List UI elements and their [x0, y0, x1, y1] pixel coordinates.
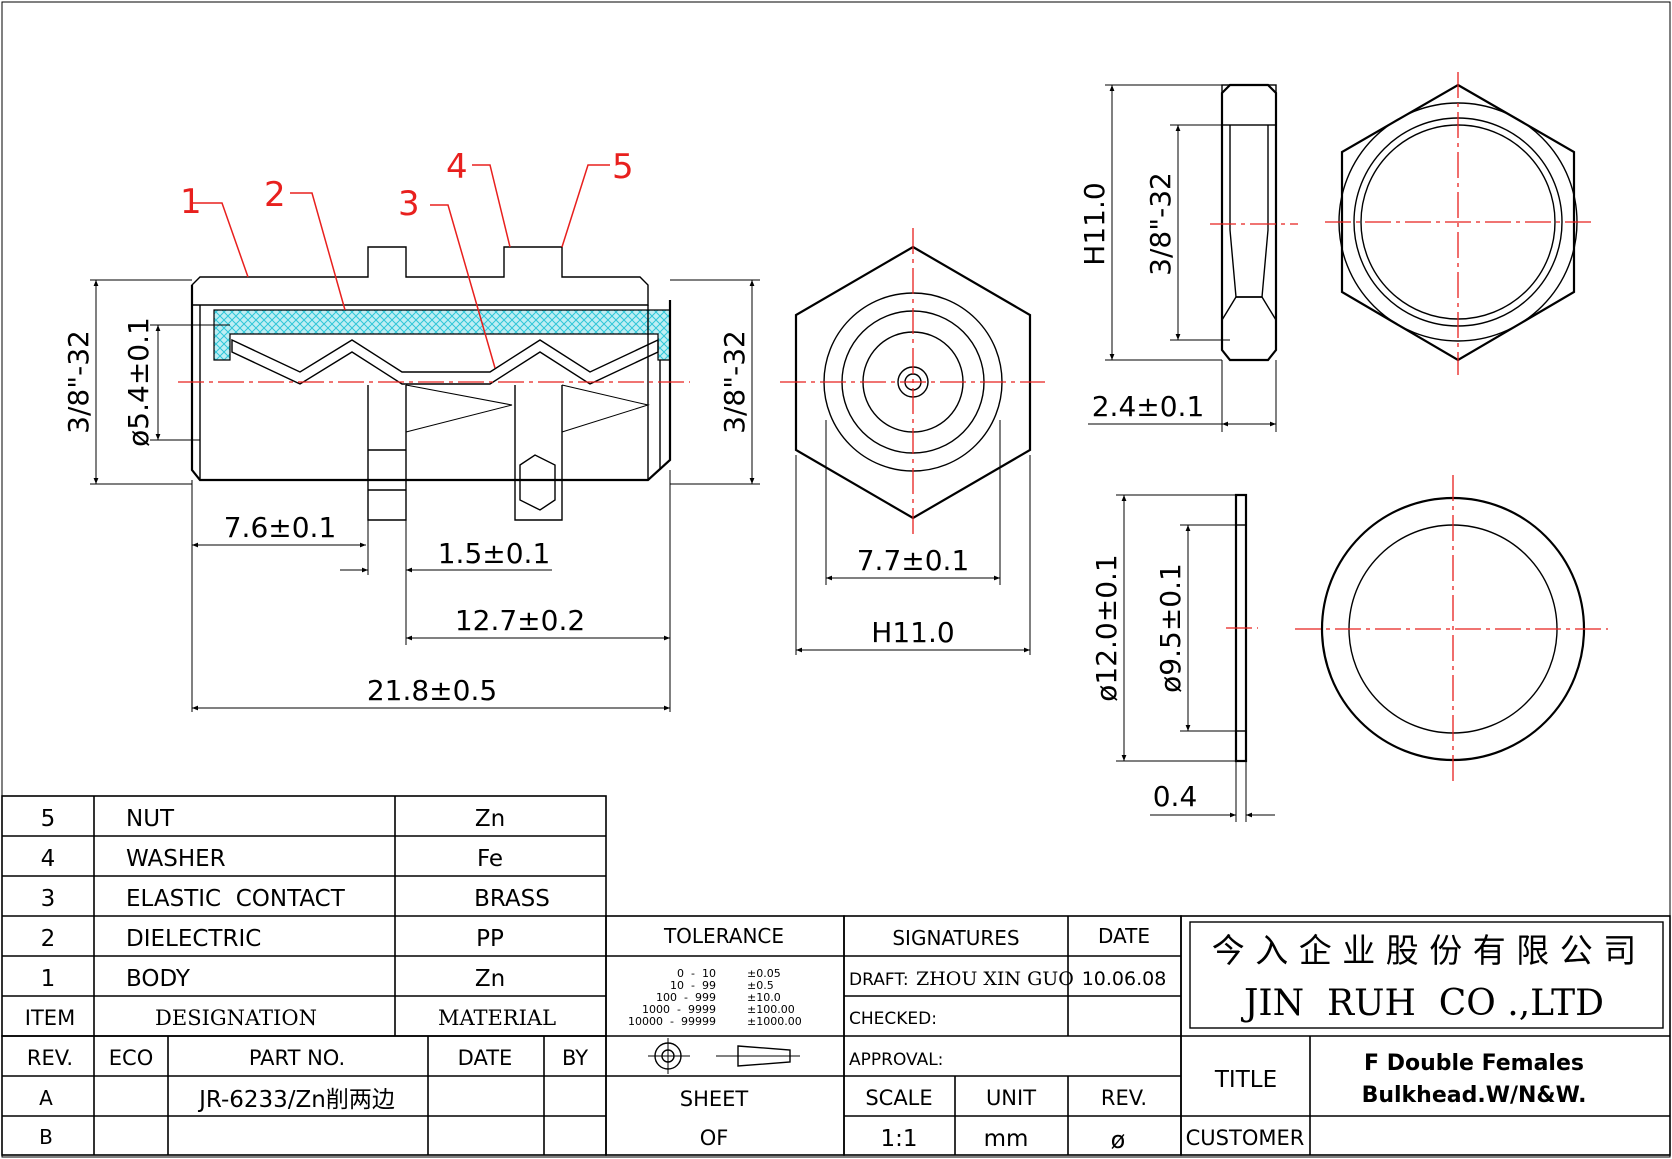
tol-range-4: 1000 - 9999: [642, 1003, 716, 1016]
callout-5: 5: [612, 147, 634, 187]
part-3-name: ELASTIC CONTACT: [126, 886, 346, 912]
part-2-material: PP: [476, 926, 504, 952]
dim-21-8: 21.8±0.5: [367, 674, 497, 707]
part-1-material: Zn: [475, 966, 505, 992]
washer-front-view: [1295, 475, 1608, 785]
company-english: JIN RUH CO .,LTD: [1240, 983, 1604, 1024]
rev-header-rev: REV.: [27, 1046, 73, 1070]
dim-nut-thickness: 2.4±0.1: [1092, 390, 1205, 423]
part-5-material: Zn: [475, 806, 505, 832]
nut-side-view: H11.0 3/8"-32 2.4±0.1: [1078, 83, 1298, 432]
parts-header-material: MATERIAL: [438, 1006, 556, 1030]
callout-2: 2: [264, 175, 286, 215]
of-label: OF: [700, 1126, 729, 1150]
dim-nut-thread: 3/8"-32: [1144, 172, 1177, 276]
dim-hex-inner: 7.7±0.1: [857, 544, 970, 577]
projection-symbol: [648, 1038, 800, 1074]
rev-row-a-part: JR-6233/Zn削两边: [197, 1087, 395, 1113]
callout-1: 1: [180, 182, 202, 222]
part-4-material: Fe: [477, 846, 503, 872]
checked-label: CHECKED:: [849, 1009, 937, 1029]
sheet-label: SHEET: [680, 1087, 749, 1111]
parts-list: 5 NUT Zn 4 WASHER Fe 3 ELASTIC CONTACT B…: [1, 795, 607, 1037]
tol-value-5: ±1000.00: [747, 1015, 802, 1028]
scale-label: SCALE: [865, 1086, 932, 1110]
rev-row-b: B: [39, 1125, 53, 1149]
tol-value-4: ±100.00: [747, 1003, 795, 1016]
part-1-no: 1: [41, 966, 56, 992]
front-hex-view: 7.7±0.1 H11.0: [780, 228, 1045, 655]
signatures-block: SIGNATURES DATE DRAFT: ZHOU XIN GUO 10.0…: [843, 915, 1182, 1156]
dim-12-7: 12.7±0.2: [455, 604, 585, 637]
dim-thread-left: 3/8"-32: [62, 330, 95, 434]
rev-header-eco: ECO: [109, 1046, 153, 1070]
tol-range-1: 0 - 10: [677, 967, 716, 980]
approval-label: APPROVAL:: [849, 1050, 943, 1070]
rev-label: REV.: [1101, 1086, 1147, 1110]
dim-nut-height: H11.0: [1078, 182, 1111, 265]
rev-header-by: BY: [562, 1046, 588, 1070]
part-2-no: 2: [41, 926, 56, 952]
tol-value-3: ±10.0: [747, 991, 781, 1004]
dim-7-6: 7.6±0.1: [224, 511, 337, 544]
title-block: 今 入 企 业 股 份 有 限 公 司 JIN RUH CO .,LTD TIT…: [1180, 915, 1671, 1156]
part-1-name: BODY: [126, 966, 191, 992]
unit-value: mm: [984, 1126, 1029, 1152]
tolerance-title: TOLERANCE: [663, 924, 784, 948]
part-3-no: 3: [41, 886, 56, 912]
part-5-no: 5: [41, 806, 56, 832]
customer-label: CUSTOMER: [1186, 1126, 1305, 1150]
dim-hex-width: H11.0: [871, 616, 954, 649]
rev-header-date: DATE: [458, 1046, 513, 1070]
scale-value: 1:1: [880, 1126, 917, 1152]
tol-range-3: 100 - 999: [656, 991, 716, 1004]
rev-value: ø: [1111, 1126, 1126, 1154]
tol-value-1: ±0.05: [747, 967, 781, 980]
draft-label: DRAFT:: [849, 970, 909, 990]
draft-date: 10.06.08: [1082, 968, 1167, 990]
company-chinese: 今 入 企 业 股 份 有 限 公 司: [1212, 931, 1636, 970]
body-hatch: [191, 246, 649, 306]
dim-thread-right: 3/8"-32: [718, 330, 751, 434]
signatures-date-title: DATE: [1098, 924, 1150, 948]
tol-range-2: 10 - 99: [670, 979, 716, 992]
dim-bore: ø5.4±0.1: [122, 317, 155, 447]
nut-front-view: [1325, 72, 1592, 375]
rev-header-part-no: PART NO.: [249, 1046, 345, 1070]
dim-washer-thickness: 0.4: [1153, 780, 1198, 813]
tolerance-block: TOLERANCE 0 - 10 10 - 99 100 - 999 1000 …: [605, 915, 845, 1156]
dim-washer-id: ø9.5±0.1: [1154, 563, 1187, 693]
signatures-title: SIGNATURES: [892, 926, 1019, 950]
contact-hatch: [231, 338, 659, 385]
parts-header-designation: DESIGNATION: [155, 1006, 317, 1030]
dim-1-5: 1.5±0.1: [438, 537, 551, 570]
part-4-no: 4: [41, 846, 56, 872]
callout-3: 3: [398, 184, 420, 224]
unit-label: UNIT: [986, 1086, 1036, 1110]
title-line-1: F Double Females: [1364, 1051, 1584, 1076]
draft-name: ZHOU XIN GUO: [916, 968, 1074, 990]
parts-header-item: ITEM: [25, 1006, 75, 1030]
revision-table: REV. ECO PART NO. DATE BY A JR-6233/Zn削两…: [1, 1035, 607, 1156]
side-section-view: 1 2 3 4 5 3/8"-32 ø5.4±0.1 3/8"-32 7.6±0…: [62, 147, 760, 712]
callout-4: 4: [446, 147, 468, 187]
part-4-name: WASHER: [126, 846, 226, 872]
title-label: TITLE: [1214, 1067, 1277, 1093]
dim-washer-od: ø12.0±0.1: [1090, 554, 1123, 701]
part-2-name: DIELECTRIC: [126, 926, 261, 952]
rev-row-a: A: [39, 1086, 53, 1110]
part-5-name: NUT: [126, 806, 175, 832]
title-line-2: Bulkhead.W/N&W.: [1362, 1083, 1587, 1108]
tol-value-2: ±0.5: [747, 979, 774, 992]
dielectric-hatch: [213, 309, 671, 361]
part-3-material: BRASS: [474, 886, 550, 912]
tol-range-5: 10000 - 99999: [628, 1015, 716, 1028]
washer-side-view: ø12.0±0.1 ø9.5±0.1 0.4: [1090, 493, 1275, 822]
